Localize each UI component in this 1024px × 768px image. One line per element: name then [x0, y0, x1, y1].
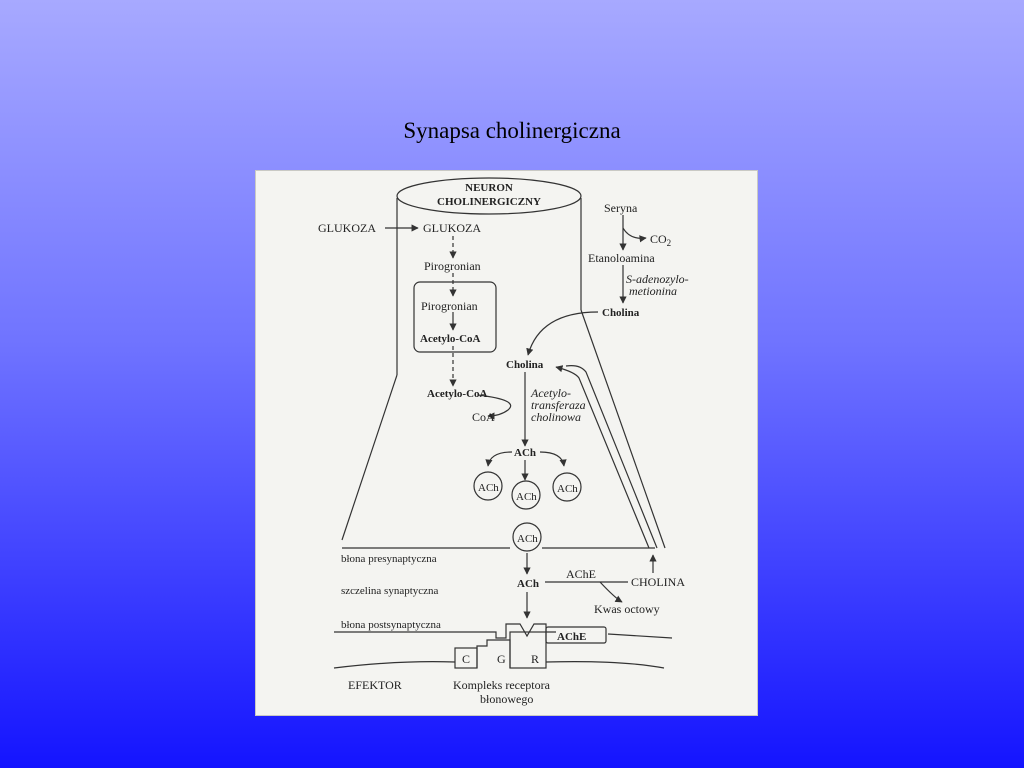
- ach-cleft-label: ACh: [517, 578, 539, 590]
- effector-membrane-right: [545, 661, 665, 669]
- seryna-label: Seryna: [604, 201, 638, 215]
- glukoza-outside-label: GLUKOZA: [318, 221, 376, 235]
- vesicle-docked: [512, 522, 542, 552]
- cholina-mid-label: Cholina: [506, 359, 544, 371]
- sam-label-1: S-adenozylo-: [626, 272, 689, 286]
- blona-pre-label: błona presynaptyczna: [341, 553, 437, 565]
- cholina-caps-label: CHOLINA: [631, 575, 685, 589]
- enzyme-label-2: transferaza: [531, 398, 586, 412]
- vesicle-right: [552, 472, 582, 502]
- cholina-top-label: Cholina: [602, 307, 640, 319]
- choline-reuptake-outer: [565, 365, 658, 549]
- acetylcoa-mito-label: Acetylo-CoA: [420, 333, 481, 345]
- neuron-top-ellipse: [396, 177, 582, 215]
- ach-vesicle-left-label: ACh: [478, 482, 499, 494]
- choline-reuptake-inner: [555, 365, 650, 549]
- receptor-g-label: G: [497, 652, 506, 666]
- receptor-r-label: R: [531, 652, 539, 666]
- ach-main-label: ACh: [514, 447, 536, 459]
- neuron-right-slope: [580, 309, 666, 549]
- kompleks-label-2: błonowego: [480, 692, 533, 706]
- receptor-r-box: [509, 631, 547, 669]
- enzyme-label-1: Acetylo-: [530, 386, 571, 400]
- co2-label: CO2: [650, 232, 671, 248]
- kwas-octowy-label: Kwas octowy: [594, 602, 660, 616]
- mitochondrion-box: [413, 281, 497, 353]
- ach-docked-label: ACh: [517, 533, 538, 545]
- vesicle-left: [473, 471, 503, 501]
- ach-vesicle-center-label: ACh: [516, 491, 537, 503]
- pirogronian-mito-label: Pirogronian: [421, 299, 478, 313]
- coa-label: CoA: [472, 410, 495, 424]
- coa-release-arrow: [477, 394, 512, 420]
- postsynaptic-membrane-right: [607, 633, 673, 639]
- blona-post-label: błona postsynaptyczna: [341, 619, 441, 631]
- glukoza-inside-label: GLUKOZA: [423, 221, 481, 235]
- slide-title: Synapsa cholinergiczna: [403, 118, 621, 143]
- acetylcoa-cyto-label: Acetylo-CoA: [427, 388, 488, 400]
- vesicle-load-right-arrow: [539, 451, 567, 467]
- kompleks-label-1: Kompleks receptora: [453, 678, 551, 692]
- cholina-transport-arrow: [526, 311, 599, 356]
- sam-label-2: metionina: [629, 284, 677, 298]
- co2-release-arrow: [622, 227, 647, 243]
- vesicle-load-left-arrow: [485, 451, 513, 467]
- receptor-c-label: C: [462, 652, 470, 666]
- neuron-left-slope: [341, 374, 398, 541]
- etanoloamina-label: Etanoloamina: [588, 251, 655, 265]
- ach-vesicle-right-label: ACh: [557, 483, 578, 495]
- ache-reaction-label: AChE: [566, 567, 596, 581]
- enzyme-label-3: cholinowa: [531, 410, 581, 424]
- acetate-arrow: [599, 581, 623, 603]
- neuron-label-1: NEURON: [465, 182, 513, 194]
- vesicle-center: [511, 480, 541, 510]
- pirogronian-label: Pirogronian: [424, 259, 481, 273]
- ache-enzyme-label: AChE: [557, 631, 586, 643]
- neuron-label-2: CHOLINERGICZNY: [437, 196, 541, 208]
- szczelina-label: szczelina synaptyczna: [341, 585, 439, 597]
- efektor-label: EFEKTOR: [348, 678, 402, 692]
- effector-membrane-left: [333, 661, 456, 669]
- postsynaptic-membrane: [334, 623, 556, 639]
